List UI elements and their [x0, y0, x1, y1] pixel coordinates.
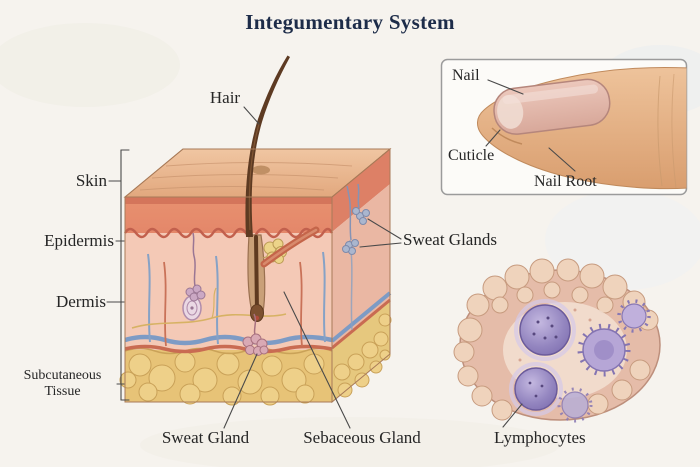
hair-leader-line	[243, 106, 260, 125]
spiky-cell-large	[577, 323, 631, 377]
label-dermis: Dermis	[55, 292, 106, 311]
nail-root-leader-line	[548, 147, 576, 172]
page-title: Integumentary System	[245, 10, 455, 34]
label-epidermis: Epidermis	[44, 231, 114, 250]
lymphocytes-leader-line	[502, 403, 523, 428]
dermal-papillae-boundary	[123, 227, 334, 239]
skin-block-illustration	[119, 55, 392, 406]
leader-lines	[106, 79, 576, 429]
lymphocytes-illustration	[453, 258, 661, 423]
label-nail: Nail	[452, 67, 480, 84]
blood-vessel-band	[124, 334, 333, 354]
label-sebaceous-gland: Sebaceous Gland	[303, 428, 421, 447]
skin-surface-wrinkles	[139, 162, 353, 191]
faint-cell	[557, 387, 593, 423]
lymphocyte-cell-1	[514, 299, 576, 361]
upper-sweat-glands	[342, 183, 370, 255]
fat-lobules	[119, 351, 325, 406]
label-lymphocytes: Lymphocytes	[494, 428, 586, 447]
sweat-glands-leader-line-1	[367, 218, 402, 240]
label-cuticle: Cuticle	[448, 147, 495, 164]
label-sweat-glands: Sweat Glands	[403, 230, 497, 249]
cuticle-fold	[491, 127, 523, 145]
hair-pore	[252, 165, 270, 175]
cuticle-leader-line	[485, 129, 501, 147]
label-skin: Skin	[75, 171, 107, 190]
spiky-cell-small	[617, 299, 651, 333]
block-outline	[123, 147, 392, 404]
nail-inset-illustration	[440, 58, 688, 196]
label-nail-root: Nail Root	[534, 173, 597, 190]
hair-follicle	[247, 234, 266, 322]
label-sweat-gland: Sweat Gland	[161, 428, 250, 447]
dermal-vessels	[131, 251, 326, 347]
nail-leader-line	[487, 79, 524, 95]
hair-shaft	[245, 55, 290, 237]
sweat-gland-leader-line	[223, 353, 258, 429]
nail-plate	[493, 78, 611, 135]
sweat-glands-leader-line-2	[359, 242, 402, 248]
lymphocyte-cell-2	[509, 362, 563, 416]
label-subcutaneous-tissue: Subcutaneous Tissue	[23, 368, 102, 399]
pacinian-corpuscle	[182, 295, 202, 321]
label-hair: Hair	[209, 88, 241, 107]
side-fat-lobules	[333, 313, 392, 398]
sebaceous-gland-leader-line	[283, 291, 351, 429]
sweat-gland-coil	[242, 313, 269, 356]
small-gland	[185, 232, 206, 302]
arrector-pili-muscle	[260, 226, 320, 268]
